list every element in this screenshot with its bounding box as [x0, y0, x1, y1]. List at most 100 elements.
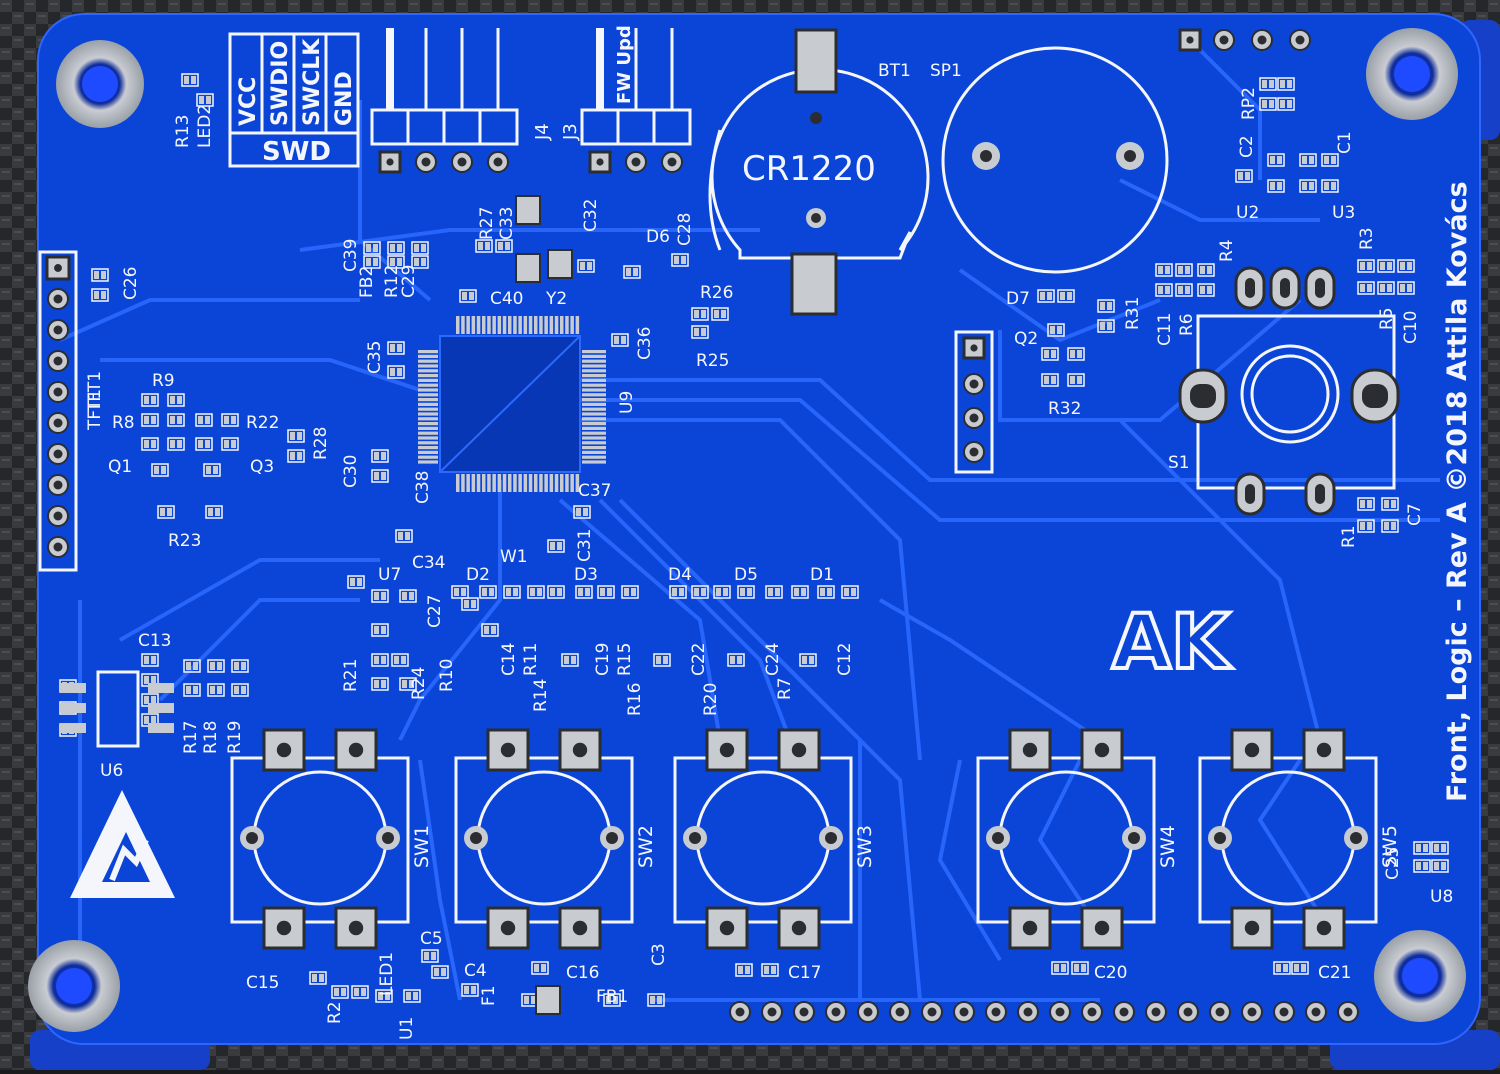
switch-pad — [1008, 728, 1052, 772]
smd-part — [669, 585, 687, 599]
refdes-label: D2 — [466, 565, 490, 585]
refdes-label: FB1 — [596, 987, 628, 1007]
through-hole-pin — [953, 1001, 975, 1023]
trace — [299, 228, 600, 252]
refdes-label: C24 — [763, 642, 783, 676]
smd-part — [167, 393, 185, 407]
ic-pin — [582, 354, 606, 358]
ic-pin — [518, 474, 522, 492]
refdes-label: U6 — [100, 761, 123, 781]
trace — [418, 759, 462, 1001]
through-hole-pin — [1289, 29, 1311, 51]
header-j3: FW Upd J3 — [560, 25, 692, 146]
smd-part — [573, 505, 591, 519]
through-hole-pin — [1241, 1001, 1263, 1023]
trace — [580, 398, 1440, 522]
ic-pin — [528, 316, 533, 334]
smd-part — [1267, 153, 1285, 167]
ic-pin — [418, 446, 438, 450]
refdes-label: R31 — [1123, 297, 1143, 330]
through-hole-pin — [661, 151, 683, 173]
smd-part — [371, 653, 389, 667]
refdes-label: R25 — [696, 351, 729, 371]
ic-pin — [582, 446, 606, 450]
refdes-label: R7 — [775, 677, 795, 700]
refdes-label: C14 — [499, 642, 519, 676]
ic-pin — [539, 316, 543, 334]
ic-pin — [418, 364, 438, 368]
smd-part — [1259, 77, 1277, 91]
smd-part — [1277, 97, 1295, 111]
ic-pin — [461, 474, 465, 492]
smd-part — [141, 393, 159, 407]
refdes-label: C2 — [1237, 135, 1257, 158]
smd-part — [1321, 153, 1339, 167]
ic-pin — [502, 316, 507, 334]
smd-part — [459, 289, 477, 303]
refdes-label: R3 — [1357, 227, 1377, 250]
ic-pin — [582, 450, 606, 454]
refdes-label: C39 — [341, 238, 361, 272]
refdes-label: R4 — [1217, 239, 1237, 262]
refdes-label: R24 — [409, 667, 429, 700]
refdes-label: TFT1 — [85, 371, 105, 413]
smd-part — [371, 469, 389, 483]
smd-part — [561, 653, 579, 667]
refdes-label: U8 — [1430, 887, 1453, 907]
smd-part — [351, 985, 369, 999]
fw-update-label: FW Upd — [614, 25, 635, 104]
refdes-label: D1 — [810, 565, 834, 585]
through-hole-pin — [47, 350, 69, 372]
smd-part — [527, 585, 545, 599]
smd-part — [399, 677, 417, 691]
ak-logo: AK — [1110, 595, 1235, 688]
through-hole-pin — [47, 288, 69, 310]
smd-part — [331, 985, 349, 999]
smd-part — [461, 983, 479, 997]
smd-part — [195, 437, 213, 451]
ic-pin — [582, 393, 606, 397]
refdes-label: C29 — [399, 264, 419, 298]
switch-pad — [1230, 906, 1274, 950]
smd-part — [141, 653, 159, 667]
mounting-hole-bottom-left — [28, 940, 120, 1032]
smd-part — [387, 255, 405, 269]
ic-pin — [418, 359, 438, 363]
ic-pin — [528, 474, 533, 492]
refdes-label: R17 — [181, 721, 201, 754]
smd-part — [495, 239, 513, 253]
mounting-hole-bottom-right — [1374, 930, 1466, 1022]
ic-pin — [582, 426, 606, 430]
mcu-u9 — [418, 316, 606, 492]
refdes-label: R8 — [112, 413, 135, 433]
mounting-hole-top-left — [56, 40, 144, 128]
ic-pin — [476, 474, 481, 492]
smd-part — [1299, 179, 1317, 193]
smd-part — [231, 659, 249, 673]
ic-pin — [466, 316, 470, 334]
through-hole-pin — [963, 441, 985, 463]
refdes-label: U3 — [1332, 203, 1355, 223]
trace — [958, 268, 1161, 343]
ic-pin — [582, 369, 606, 373]
ic-pin — [492, 316, 496, 334]
ic-pin — [497, 316, 502, 334]
refdes-label: FB2 — [357, 266, 377, 298]
switch-pad — [1080, 728, 1124, 772]
smd-part — [531, 961, 549, 975]
smd-part — [1047, 323, 1065, 337]
through-hole-pin — [487, 151, 509, 173]
smd-part — [1041, 373, 1059, 387]
ic-pin — [418, 426, 438, 430]
ic-pin — [418, 455, 438, 459]
smd-part — [167, 437, 185, 451]
ic-pin — [418, 354, 438, 358]
refdes-label: R15 — [615, 643, 635, 676]
smd-part — [205, 505, 223, 519]
encoder-s1 — [1178, 266, 1400, 516]
refdes-label: R19 — [225, 721, 245, 754]
ic-pin — [513, 474, 517, 492]
square-pad — [45, 255, 71, 281]
logo-text: AK — [1112, 597, 1233, 686]
esd-warning-icon — [70, 790, 175, 898]
